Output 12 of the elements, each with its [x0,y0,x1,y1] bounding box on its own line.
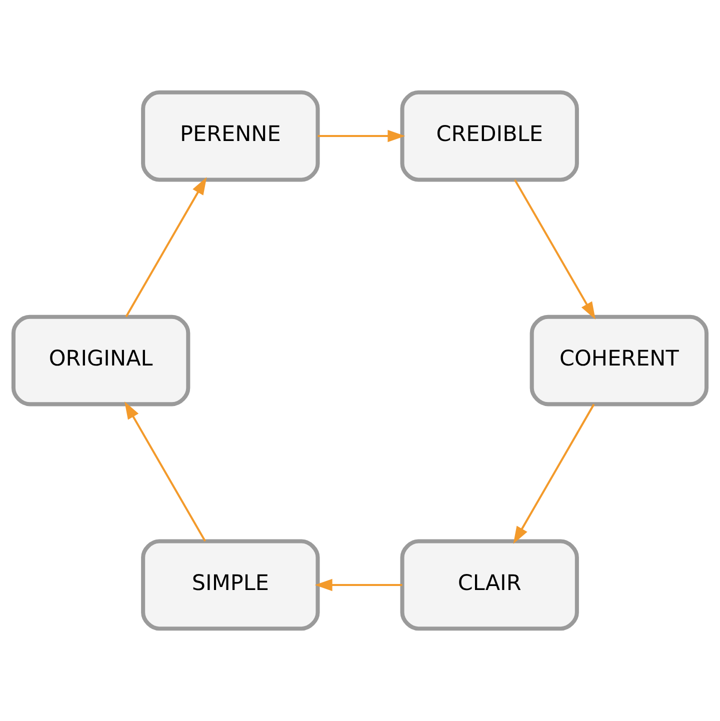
node-box: CREDIBLE [400,90,579,182]
arrow [314,578,402,592]
arrow [514,179,596,320]
arrow [513,404,595,544]
arrow [318,130,406,142]
node-box: ORIGINAL [11,314,190,406]
arrow [125,177,207,318]
node-box: COHERENT [530,314,709,406]
node-box: SIMPLE [141,539,320,631]
node-box: CLAIR [400,539,579,631]
arrow [124,402,206,542]
node-box: PERENNE [141,90,320,182]
